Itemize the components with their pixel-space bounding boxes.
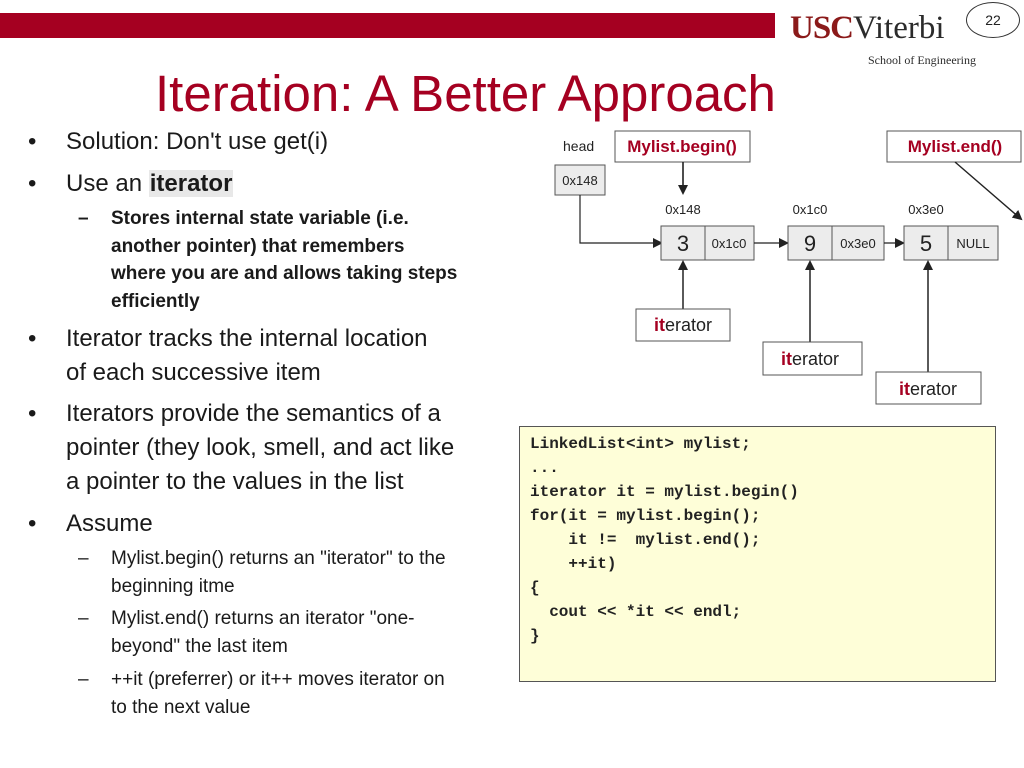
iterator-keyword: iterator (148, 170, 234, 197)
code-line: ++it) (530, 555, 617, 573)
bullet-assume: • Assume (28, 510, 153, 537)
code-line: it != mylist.end(); (530, 531, 761, 549)
node-2-value: 9 (804, 231, 816, 256)
usc-viterbi-logo: USCViterbi School of Engineering (790, 10, 976, 67)
code-line: } (530, 627, 540, 645)
head-pointer-box (554, 164, 606, 196)
end-box (886, 130, 1022, 163)
sub-bullet-begin: – Mylist.begin() returns an "iterator" t… (78, 548, 446, 597)
iterator-2-label: iterator (781, 349, 839, 369)
iterator-1-box (635, 308, 731, 342)
node-2-address: 0x1c0 (793, 202, 828, 217)
iterator-3-label: iterator (899, 379, 957, 399)
node-1-next: 0x1c0 (712, 236, 747, 251)
node-1-value: 3 (677, 231, 689, 256)
code-line: for(it = mylist.begin(); (530, 507, 761, 525)
iterator-1-label: iterator (654, 315, 712, 335)
bullet-tracks-location: • Iterator tracks the internal location … (28, 325, 428, 386)
head-label: head (563, 138, 594, 154)
code-line: iterator it = mylist.begin() (530, 483, 799, 501)
header-bar (0, 13, 775, 38)
code-line: cout << *it << endl; (530, 603, 742, 621)
head-arrow (579, 195, 663, 248)
code-line: { (530, 579, 540, 597)
node-2-next-cell (831, 225, 885, 261)
code-line: LinkedList<int> mylist; (530, 435, 751, 453)
node-3-value: 5 (920, 231, 932, 256)
bullet-solution: • Solution: Don't use get(i) (28, 128, 329, 155)
bullet-use-iterator: • Use an iterator (28, 170, 234, 197)
iterator-2-box (762, 341, 863, 376)
node-3-next-cell (947, 225, 999, 261)
code-block: LinkedList<int> mylist; ... iterator it … (519, 426, 996, 682)
node-3-value-cell (903, 225, 949, 261)
node-3-next: NULL (956, 236, 989, 251)
end-label: Mylist.end() (908, 137, 1002, 156)
node-2-next: 0x3e0 (840, 236, 875, 251)
end-arrow (954, 161, 1023, 221)
node-3-address: 0x3e0 (908, 202, 943, 217)
iterator-3-box (875, 371, 982, 405)
code-line: ... (530, 459, 559, 477)
head-pointer-value: 0x148 (562, 173, 597, 188)
begin-box (614, 130, 751, 163)
sub-bullet-state: – Stores internal state variable (i.e. a… (78, 208, 458, 312)
sub-bullet-increment: – ++it (preferrer) or it++ moves iterato… (78, 669, 445, 718)
page-number: 22 (966, 2, 1020, 38)
begin-label: Mylist.begin() (627, 137, 737, 156)
slide-title: Iteration: A Better Approach (155, 65, 776, 122)
sub-bullet-end: – Mylist.end() returns an iterator "one-… (78, 608, 415, 657)
bullet-semantics: • Iterators provide the semantics of a p… (28, 400, 455, 495)
node-1-next-cell (704, 225, 755, 261)
node-1-address: 0x148 (665, 202, 700, 217)
